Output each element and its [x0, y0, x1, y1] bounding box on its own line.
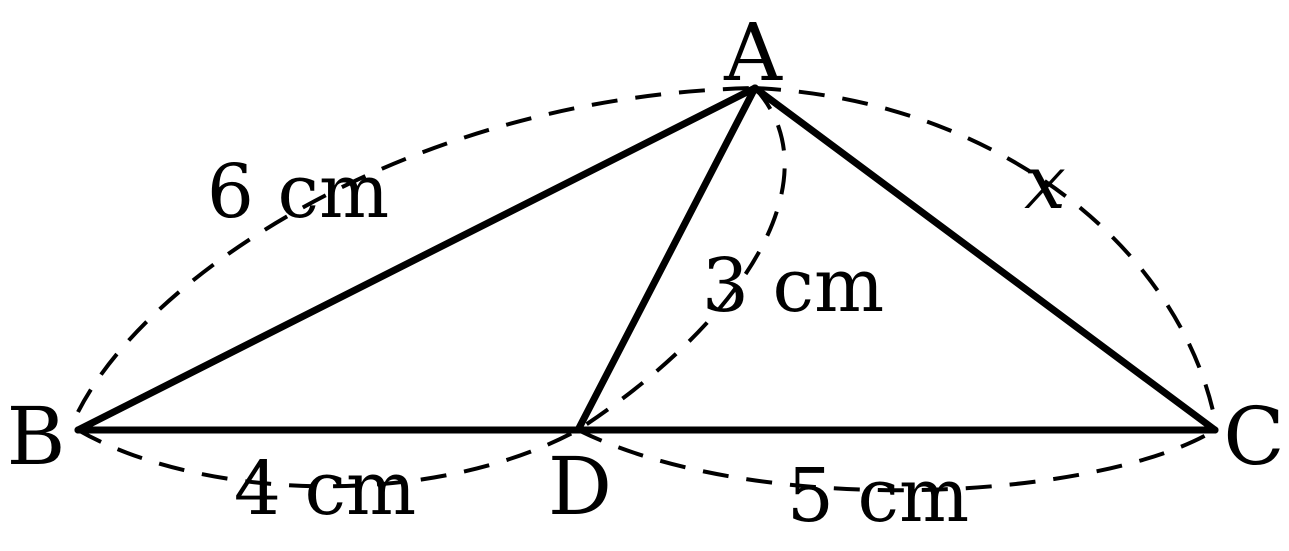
arc-bd	[77, 428, 579, 489]
arc-ac	[754, 86, 1217, 421]
arc-dc	[577, 428, 1217, 493]
segment-ad	[574, 84, 759, 434]
segment-ab	[74, 84, 759, 434]
measure-label-dc: 5 cm	[787, 453, 969, 539]
vertex-label-a: A	[723, 6, 783, 99]
segment-ac	[751, 84, 1219, 434]
measure-label-ad: 3 cm	[702, 243, 884, 329]
vertex-label-d: D	[548, 440, 612, 533]
measure-label-ab: 6 cm	[207, 149, 389, 235]
measure-label-ac: x	[1024, 140, 1066, 226]
measure-label-bd: 4 cm	[234, 446, 416, 532]
arc-ab	[76, 86, 756, 413]
vertex-label-c: C	[1223, 390, 1284, 483]
vertex-label-b: B	[7, 390, 66, 483]
